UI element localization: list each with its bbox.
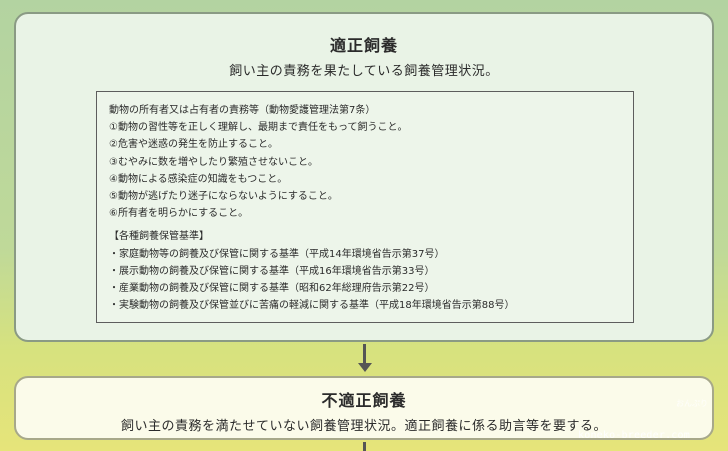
improper-care-subtitle: 飼い主の責務を満たせていない飼養管理状況。適正飼養に係る助言等を要する。	[120, 419, 607, 434]
proper-care-title: 適正飼養	[329, 36, 398, 55]
duty-item: ④動物による感染症の知識をもつこと。	[109, 173, 288, 185]
duties-panel: 動物の所有者又は占有者の責務等（動物愛護管理法第7条） ①動物の習性等を正しく理…	[96, 91, 634, 323]
standard-item: ・実験動物の飼養及び保管並びに苦痛の軽減に関する基準（平成18年環境省告示第88…	[109, 300, 515, 312]
proper-care-box: 適正飼養 飼い主の責務を果たしている飼養管理状況。 動物の所有者又は占有者の責務…	[14, 12, 714, 342]
improper-care-title: 不適正飼養	[321, 391, 407, 410]
duty-item: ③むやみに数を増やしたり繁殖させないこと。	[109, 156, 318, 168]
duties-heading: 動物の所有者又は占有者の責務等（動物愛護管理法第7条）	[109, 105, 376, 116]
duty-item: ①動物の習性等を正しく理解し、最期まで責任をもって飼うこと。	[109, 122, 408, 134]
down-arrow-icon	[358, 344, 372, 374]
standard-item: ・産業動物の飼養及び保管に関する基準（昭和62年総理府告示第22号）	[109, 283, 435, 295]
standard-item: ・展示動物の飼養及び保管に関する基準（平成16年環境省告示第33号）	[109, 265, 435, 277]
standards-heading: 【各種飼養保管基準】	[109, 231, 209, 243]
duty-item: ⑤動物が逃げたり迷子にならないようにすること。	[109, 191, 338, 203]
duty-item: ②危害や迷惑の発生を防止すること。	[109, 139, 278, 151]
duty-item: ⑥所有者を明らかにすること。	[109, 208, 249, 220]
standard-item: ・家庭動物等の飼養及び保管に関する基準（平成14年環境省告示第37号）	[109, 248, 445, 260]
watermark-small: おんぷり	[676, 399, 708, 408]
proper-care-subtitle: 飼い主の責務を果たしている飼養管理状況。	[229, 64, 499, 79]
watermark-url: koneko-breeder.com	[578, 430, 690, 441]
improper-care-box: 不適正飼養 飼い主の責務を満たせていない飼養管理状況。適正飼養に係る助言等を要す…	[14, 376, 714, 440]
down-arrow-continuation-icon	[358, 442, 372, 451]
